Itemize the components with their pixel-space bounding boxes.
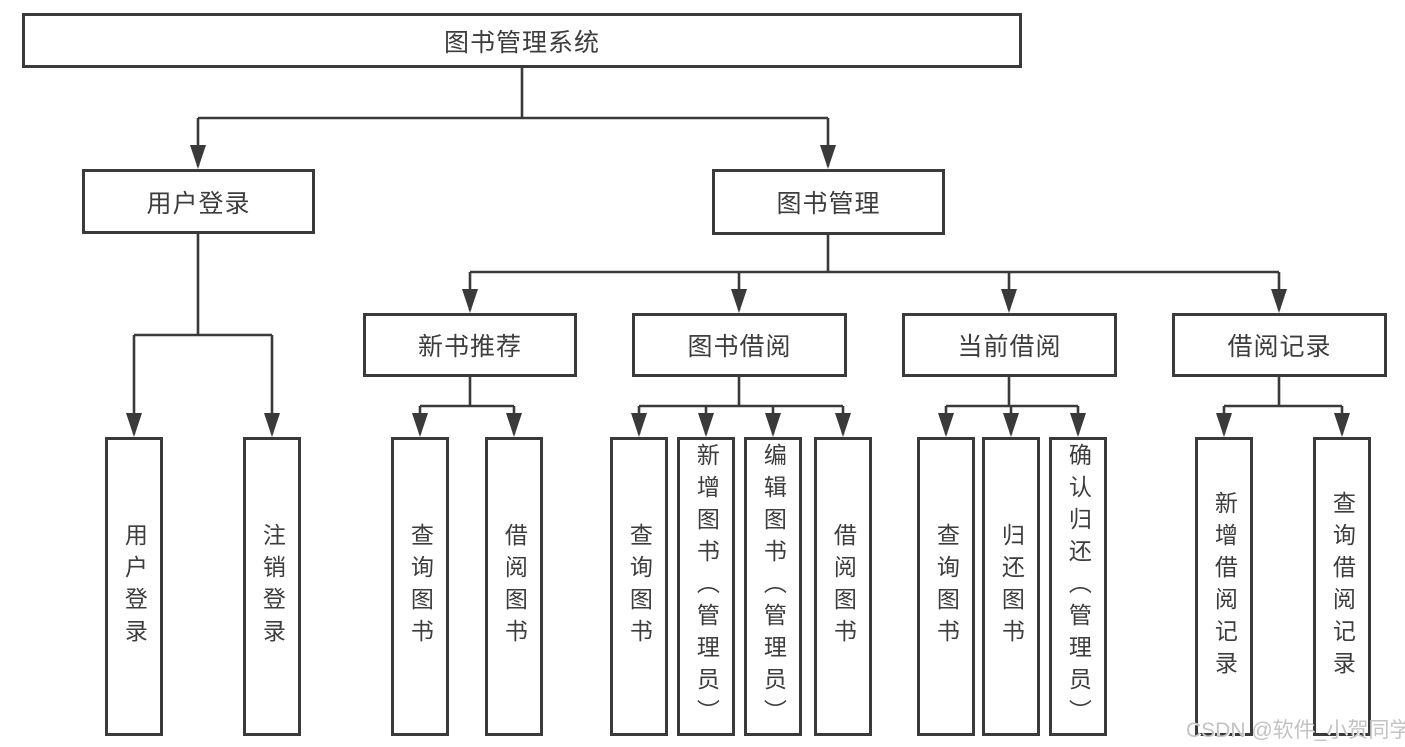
node-label: 编辑图书（管理员） [760,442,787,731]
leaf-query-books-borrow: 查询图书 [610,437,668,736]
tree-edges [132,68,1344,434]
arrowhead-icons [126,145,1350,437]
node-label: 用户登录 [146,189,251,218]
leaf-borrow-books-recommend: 借阅图书 [485,437,543,736]
node-label: 查询图书 [626,522,653,651]
node-new-book-recommend: 新书推荐 [363,313,577,377]
leaf-borrow-books: 借阅图书 [814,437,872,736]
node-label: 当前借阅 [957,333,1062,361]
node-label: 新增图书（管理员） [693,442,720,731]
node-book-management-branch: 图书管理 [712,169,945,235]
leaf-user-login: 用户登录 [105,437,163,736]
leaf-query-books-recommend: 查询图书 [391,437,449,736]
leaf-query-books-current: 查询图书 [917,437,975,736]
leaf-confirm-return-admin: 确认归还（管理员） [1049,437,1107,736]
node-label: 用户登录 [121,522,148,651]
leaf-edit-books-admin: 编辑图书（管理员） [744,437,802,736]
node-label: 图书借阅 [687,333,792,361]
leaf-add-books-admin: 新增图书（管理员） [677,437,735,736]
node-user-login-branch: 用户登录 [82,169,315,234]
node-book-borrow: 图书借阅 [632,313,847,377]
node-label: 新书推荐 [417,333,522,361]
node-borrow-records: 借阅记录 [1172,313,1387,377]
node-label: 确认归还（管理员） [1065,442,1092,731]
node-label: 查询图书 [933,522,960,651]
node-label: 图书管理系统 [443,28,600,57]
node-label: 注销登录 [259,522,286,651]
node-label: 图书管理 [776,190,881,218]
node-label: 借阅记录 [1227,333,1332,361]
leaf-return-books: 归还图书 [982,437,1040,736]
csdn-watermark: CSDN @软件_小贺同学 [1186,719,1405,742]
node-label: 查询图书 [407,522,434,651]
leaf-query-borrow-record: 查询借阅记录 [1313,437,1371,736]
node-label: 查询借阅记录 [1329,490,1356,683]
node-label: 归还图书 [998,522,1025,651]
leaf-logout: 注销登录 [243,437,301,736]
node-label: 借阅图书 [501,522,528,651]
node-label: 新增借阅记录 [1211,490,1238,683]
node-label: 借阅图书 [830,522,857,651]
node-current-borrow: 当前借阅 [902,313,1117,377]
leaf-add-borrow-record: 新增借阅记录 [1195,437,1253,736]
node-root-system: 图书管理系统 [22,13,1022,68]
